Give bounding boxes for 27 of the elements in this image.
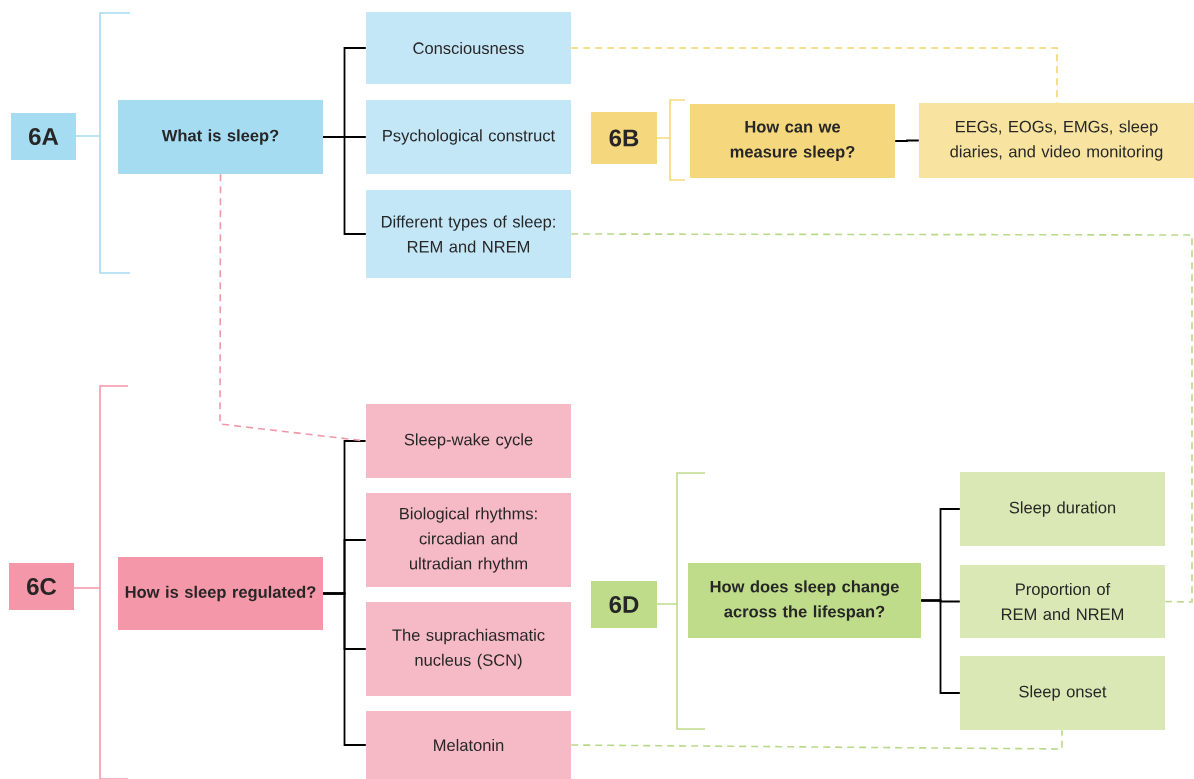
section-tag: 6A bbox=[11, 113, 76, 160]
question-box: How does sleep change across the lifespan? bbox=[688, 563, 921, 638]
connector bbox=[322, 592, 367, 746]
topic-box: Biological rhythms: circadian and ultradian rhythm bbox=[366, 493, 571, 587]
question-box: What is sleep? bbox=[118, 100, 323, 174]
connector bbox=[322, 136, 367, 235]
topic-box: The suprachiasmatic nucleus (SCN) bbox=[366, 602, 571, 696]
question-box: How can we measure sleep? bbox=[690, 104, 895, 178]
connector bbox=[570, 729, 1063, 750]
topic-box: Sleep onset bbox=[960, 656, 1165, 730]
topic-box: Sleep-wake cycle bbox=[366, 404, 571, 478]
connector bbox=[894, 139, 920, 142]
topic-box: Sleep duration bbox=[960, 472, 1165, 546]
topic-box: Melatonin bbox=[366, 711, 571, 779]
connector bbox=[920, 599, 961, 694]
section-tag: 6C bbox=[9, 563, 74, 610]
section-tag: 6D bbox=[591, 581, 657, 628]
topic-box: EEGs, EOGs, EMGs, sleep diaries, and video monitoring bbox=[919, 103, 1194, 178]
connector bbox=[570, 47, 1058, 104]
topic-box: Consciousness bbox=[366, 12, 571, 84]
question-box: How is sleep regulated? bbox=[118, 557, 323, 630]
section-tag: 6B bbox=[591, 112, 657, 164]
connector bbox=[570, 233, 1193, 603]
topic-box: Different types of sleep: REM and NREM bbox=[366, 190, 571, 278]
topic-box: Psychological construct bbox=[366, 100, 571, 174]
connector bbox=[219, 173, 367, 442]
topic-box: Proportion of REM and NREM bbox=[960, 565, 1165, 638]
